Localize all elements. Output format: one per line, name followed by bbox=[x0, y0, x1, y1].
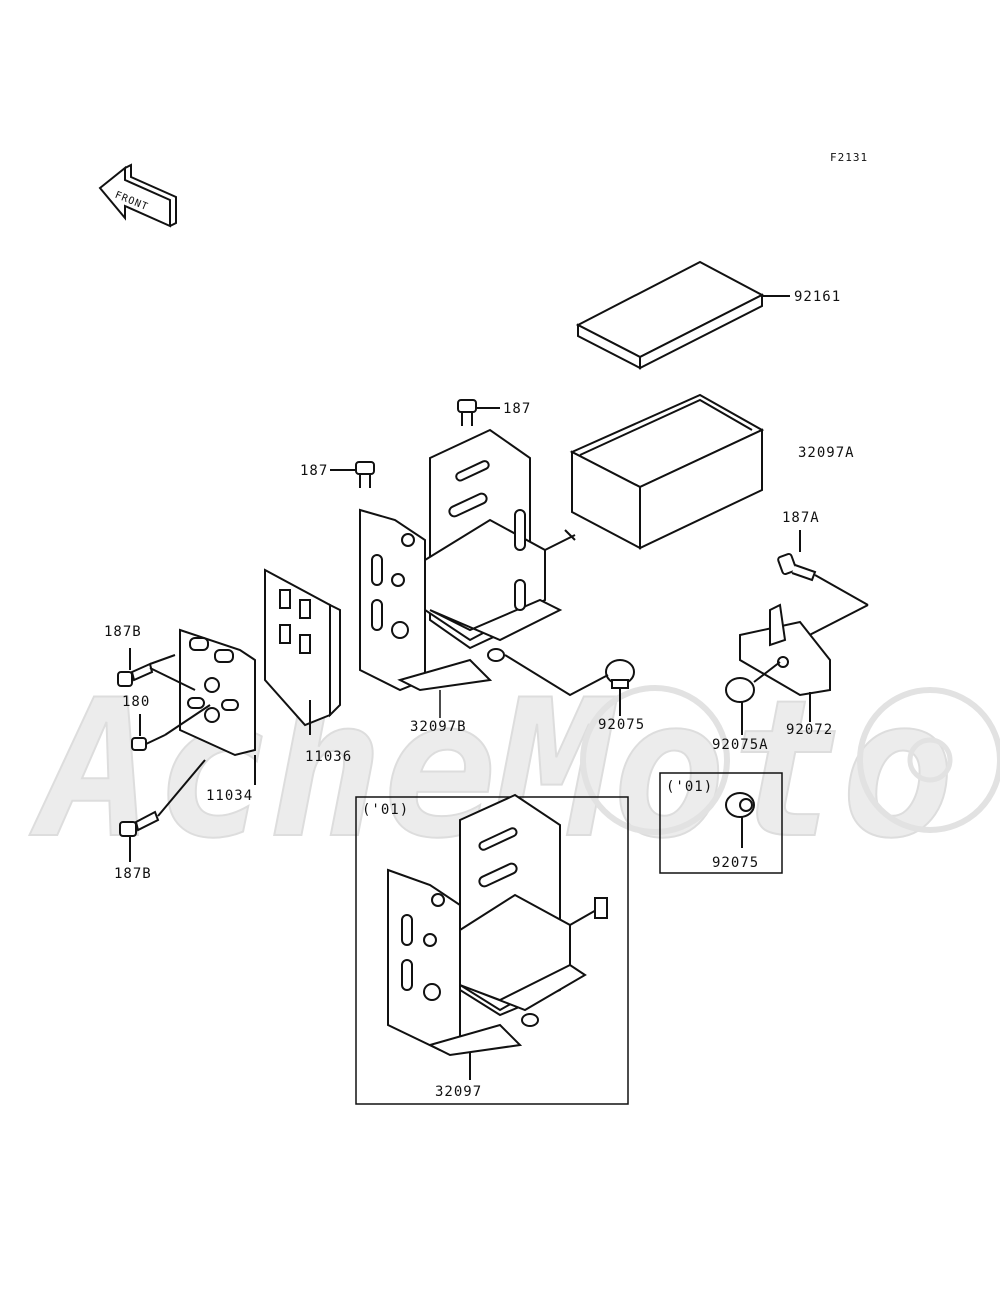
inset-right-tag: ('01) bbox=[666, 779, 714, 795]
cap-92075A bbox=[725, 661, 781, 735]
part-label-32097B: 32097B bbox=[410, 719, 467, 735]
part-label-11036: 11036 bbox=[305, 749, 353, 765]
part-label-187-left: 187 bbox=[300, 463, 329, 479]
part-label-11034: 11034 bbox=[206, 788, 254, 804]
bolt-187B-top bbox=[117, 648, 196, 691]
part-label-92075: 92075 bbox=[598, 717, 646, 733]
part-label-92075-inset: 92075 bbox=[712, 855, 760, 871]
grommet-92075 bbox=[504, 654, 635, 716]
plate-11036 bbox=[264, 568, 341, 735]
front-arrow-icon bbox=[98, 163, 177, 228]
bolt-180 bbox=[131, 704, 211, 751]
bolt-187-left bbox=[330, 461, 375, 488]
inset-box-right bbox=[659, 772, 783, 874]
clamp-92072 bbox=[739, 603, 831, 722]
part-label-180: 180 bbox=[122, 694, 151, 710]
plate-11034 bbox=[179, 628, 256, 785]
grommet-92075-inset bbox=[725, 792, 755, 848]
part-label-187B-bottom: 187B bbox=[114, 866, 152, 882]
bracket-32097 bbox=[387, 793, 608, 1080]
part-label-187-top: 187 bbox=[503, 401, 532, 417]
part-label-32097: 32097 bbox=[435, 1084, 483, 1100]
part-label-92161: 92161 bbox=[794, 289, 842, 305]
part-label-32097A: 32097A bbox=[798, 445, 855, 461]
part-label-187B-top: 187B bbox=[104, 624, 142, 640]
bracket-32097B bbox=[359, 428, 576, 692]
inset-left-tag: ('01) bbox=[362, 802, 410, 818]
part-label-92072: 92072 bbox=[786, 722, 834, 738]
tray-32097A bbox=[569, 393, 765, 550]
part-label-92075A: 92075A bbox=[712, 737, 769, 753]
inset-box-left bbox=[355, 796, 629, 1105]
bolt-187-top bbox=[457, 399, 500, 426]
pad-92161 bbox=[575, 260, 790, 370]
part-label-187A: 187A bbox=[782, 510, 820, 526]
figure-code: F2131 bbox=[830, 151, 869, 164]
bolt-187B-bottom bbox=[119, 759, 206, 862]
